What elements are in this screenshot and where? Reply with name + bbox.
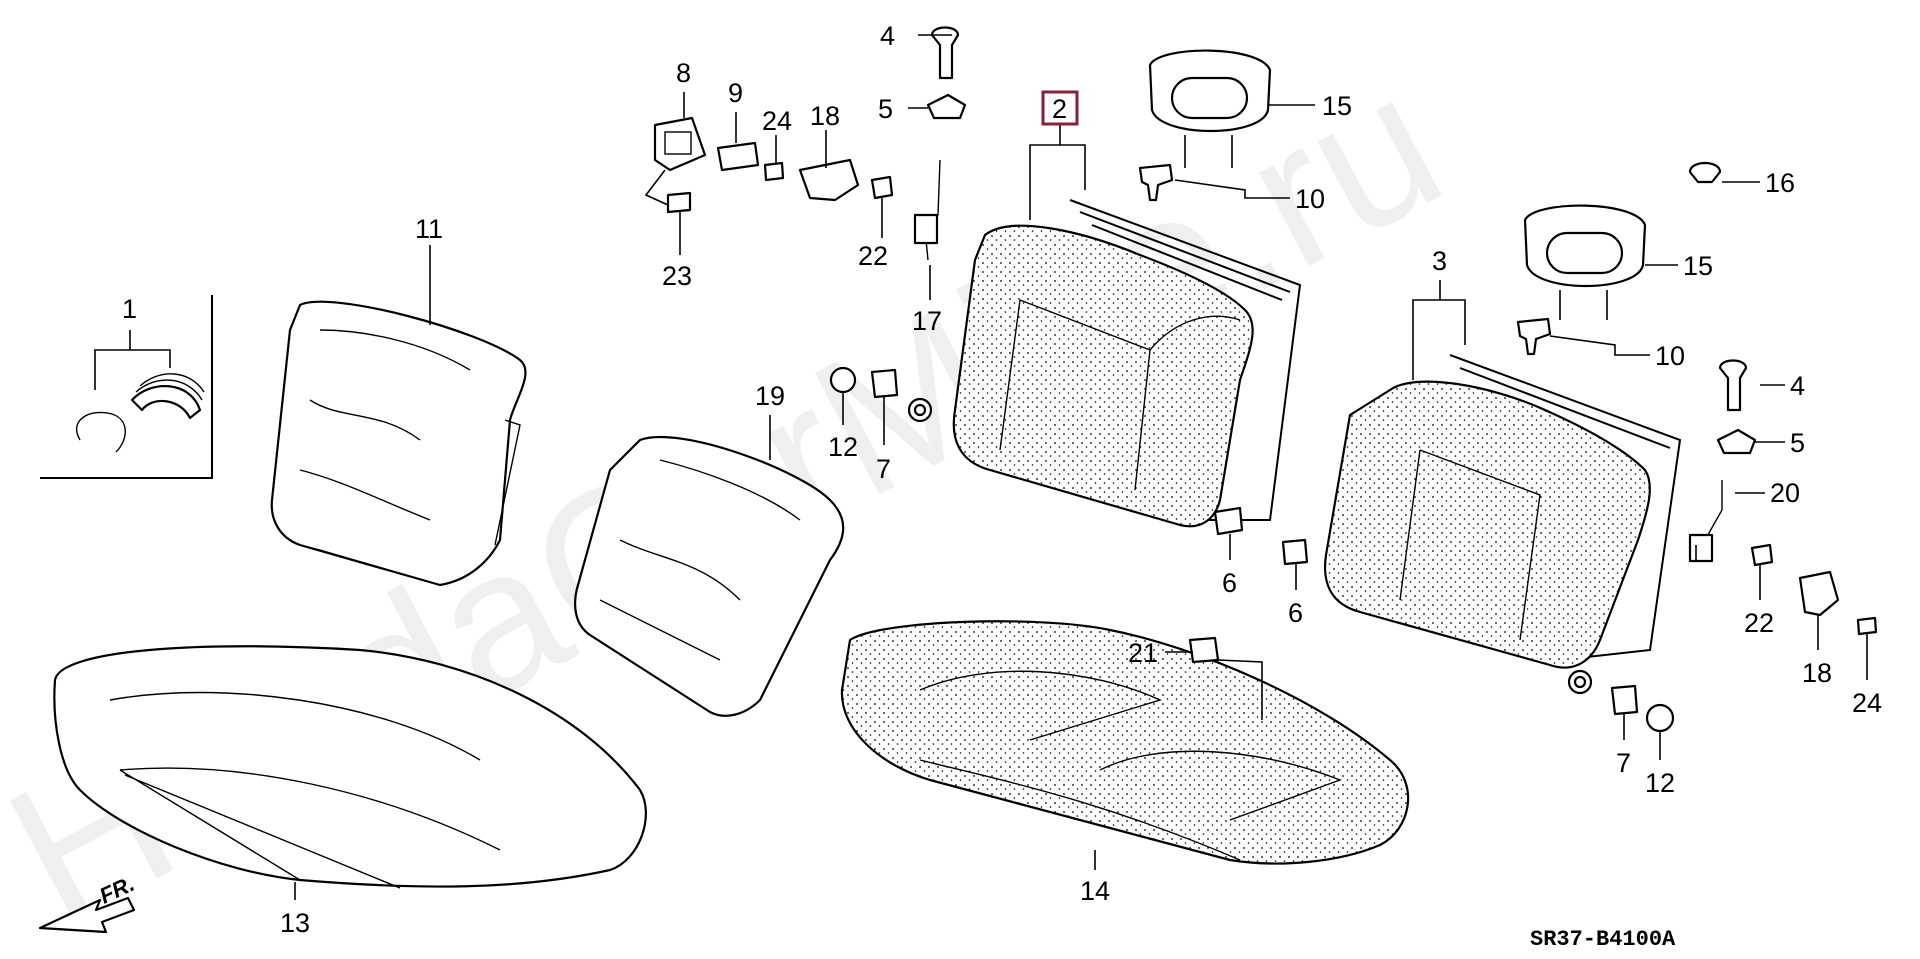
- part-9-clip[interactable]: [716, 141, 760, 172]
- callout-14[interactable]: 14: [1080, 876, 1110, 906]
- part-6-grommet-b[interactable]: [1281, 538, 1309, 566]
- callout-2-highlight: [1041, 90, 1079, 126]
- part-18-bracket-right[interactable]: [1798, 570, 1840, 617]
- callout-23[interactable]: 23: [662, 261, 692, 291]
- callout-15-right[interactable]: 15: [1683, 251, 1713, 281]
- callout-17[interactable]: 17: [912, 306, 942, 336]
- callout-24-top[interactable]: 24: [762, 106, 792, 136]
- part-10-headrest-guide-right[interactable]: [1516, 317, 1552, 356]
- part-1-clip-set[interactable]: [40, 295, 213, 479]
- part-8-bracket[interactable]: [653, 116, 707, 172]
- part-7-clip-right[interactable]: [1610, 684, 1639, 716]
- callout-2[interactable]: 2: [1052, 94, 1067, 124]
- diagram-reference-code: SR37-B4100A: [1530, 927, 1676, 952]
- callout-3[interactable]: 3: [1432, 246, 1447, 276]
- part-24-screw-top[interactable]: [763, 161, 785, 182]
- front-direction-arrow: FR.: [38, 871, 138, 934]
- callout-21[interactable]: 21: [1128, 638, 1158, 668]
- callout-13[interactable]: 13: [280, 908, 310, 938]
- callout-10-center[interactable]: 10: [1295, 184, 1325, 214]
- callout-15-center[interactable]: 15: [1322, 91, 1352, 121]
- part-21-bolt[interactable]: [1188, 636, 1220, 664]
- callout-9[interactable]: 9: [728, 78, 743, 108]
- callout-19[interactable]: 19: [755, 381, 785, 411]
- part-15-headrest-right[interactable]: [1523, 204, 1647, 320]
- part-15-headrest-center[interactable]: [1148, 49, 1272, 168]
- callout-22-right[interactable]: 22: [1744, 608, 1774, 638]
- part-6-grommet-a[interactable]: [1213, 506, 1244, 536]
- callout-7-center[interactable]: 7: [876, 454, 891, 484]
- callout-5-right[interactable]: 5: [1790, 428, 1805, 458]
- part-20-rod[interactable]: [1688, 480, 1723, 563]
- part-7-clip-center[interactable]: [870, 368, 899, 399]
- part-12-nut-right[interactable]: [1645, 703, 1675, 733]
- part-ring-right[interactable]: [1567, 669, 1593, 695]
- callout-22-top[interactable]: 22: [858, 241, 888, 271]
- callout-5-top[interactable]: 5: [878, 94, 893, 124]
- callout-labels: 1 2 3 4 4 5 5 6 6 7 7 8 9 10 10 11 12 12…: [122, 21, 1882, 938]
- part-4-bolt-top[interactable]: [930, 26, 960, 80]
- callout-12-right[interactable]: 12: [1645, 768, 1675, 798]
- callout-18-right[interactable]: 18: [1802, 658, 1832, 688]
- callout-4-top[interactable]: 4: [880, 21, 895, 51]
- part-22-bolt-top[interactable]: [870, 175, 894, 200]
- part-24-screw-right[interactable]: [1856, 616, 1878, 636]
- part-22-bolt-right[interactable]: [1750, 543, 1774, 567]
- callout-7-right[interactable]: 7: [1616, 748, 1631, 778]
- callout-11[interactable]: 11: [415, 214, 443, 244]
- leader-lines: [94, 34, 1868, 900]
- part-ring-center[interactable]: [907, 397, 933, 423]
- callout-6-a[interactable]: 6: [1222, 568, 1237, 598]
- part-14-seat-cushion-pad[interactable]: [840, 620, 1410, 865]
- callout-10-right[interactable]: 10: [1655, 341, 1685, 371]
- part-13-seat-cushion-cover[interactable]: [53, 645, 647, 889]
- part-5-nut-top[interactable]: [926, 93, 967, 120]
- callout-1[interactable]: 1: [122, 294, 137, 324]
- callout-16[interactable]: 16: [1765, 168, 1795, 198]
- callout-18-top[interactable]: 18: [810, 101, 840, 131]
- callout-6-b[interactable]: 6: [1288, 598, 1303, 628]
- callout-4-right[interactable]: 4: [1790, 371, 1805, 401]
- callout-8[interactable]: 8: [676, 58, 691, 88]
- part-17-rod[interactable]: [913, 159, 941, 261]
- part-3-seat-back-pad[interactable]: [1324, 354, 1682, 669]
- part-5-nut-right[interactable]: [1716, 428, 1757, 455]
- part-19-seat-back-cover[interactable]: [574, 435, 845, 717]
- part-10-headrest-guide[interactable]: [1138, 163, 1174, 202]
- callout-20[interactable]: 20: [1770, 478, 1800, 508]
- part-23-screw[interactable]: [666, 191, 692, 214]
- callout-24-right[interactable]: 24: [1852, 688, 1882, 718]
- part-4-bolt-right[interactable]: [1718, 359, 1748, 412]
- part-18-bracket-top[interactable]: [798, 158, 860, 202]
- callout-12-center[interactable]: 12: [828, 432, 858, 462]
- part-12-nut-center[interactable]: [829, 366, 857, 394]
- part-11-seat-back-cover[interactable]: [270, 300, 527, 587]
- part-16-cap[interactable]: [1688, 161, 1722, 184]
